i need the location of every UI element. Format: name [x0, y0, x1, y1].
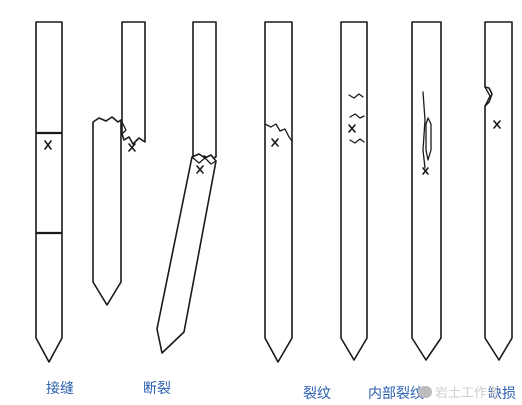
- tilted-lower-segment: [156, 153, 217, 354]
- defect-mark: [196, 165, 204, 174]
- break-crack: [120, 119, 127, 135]
- internal-crack-line-2: [349, 113, 365, 119]
- label-joint: 接缝: [46, 381, 74, 397]
- internal-crack-line-3: [349, 138, 365, 144]
- tilted-crack: [191, 156, 217, 165]
- defect-mark: [271, 138, 279, 147]
- defect-mark: [44, 140, 52, 150]
- defect-mark: [348, 124, 356, 133]
- wechat-icon: [418, 386, 432, 398]
- void-line-outer: [422, 91, 426, 169]
- label-internal-crack: 内部裂纹: [368, 386, 424, 402]
- label-break: 断裂: [143, 381, 171, 397]
- watermark-text: 岩土工作者: [435, 386, 501, 401]
- pile-defect: [484, 21, 513, 361]
- pile-internal-void: [411, 21, 442, 361]
- pile-break-tilted: [156, 21, 217, 354]
- label-crack: 裂纹: [303, 386, 331, 402]
- defect-mark: [422, 167, 429, 175]
- label-defect: 缺损: [488, 386, 516, 402]
- tilted-upper-segment: [192, 21, 217, 161]
- defect-mark: [493, 120, 501, 129]
- watermark: 岩土工作者: [418, 382, 500, 401]
- internal-crack-line-1: [348, 93, 364, 99]
- pile-break: [92, 21, 146, 306]
- void-line-inner: [425, 117, 432, 161]
- pile-crack: [264, 21, 293, 363]
- pile-internal-crack: [340, 21, 368, 361]
- break-upper-segment: [121, 21, 146, 145]
- pile-joint: [35, 21, 63, 363]
- crack-line: [264, 123, 293, 142]
- break-lower-segment: [92, 116, 122, 306]
- defect-mark: [128, 143, 136, 152]
- defect-notch: [484, 86, 491, 107]
